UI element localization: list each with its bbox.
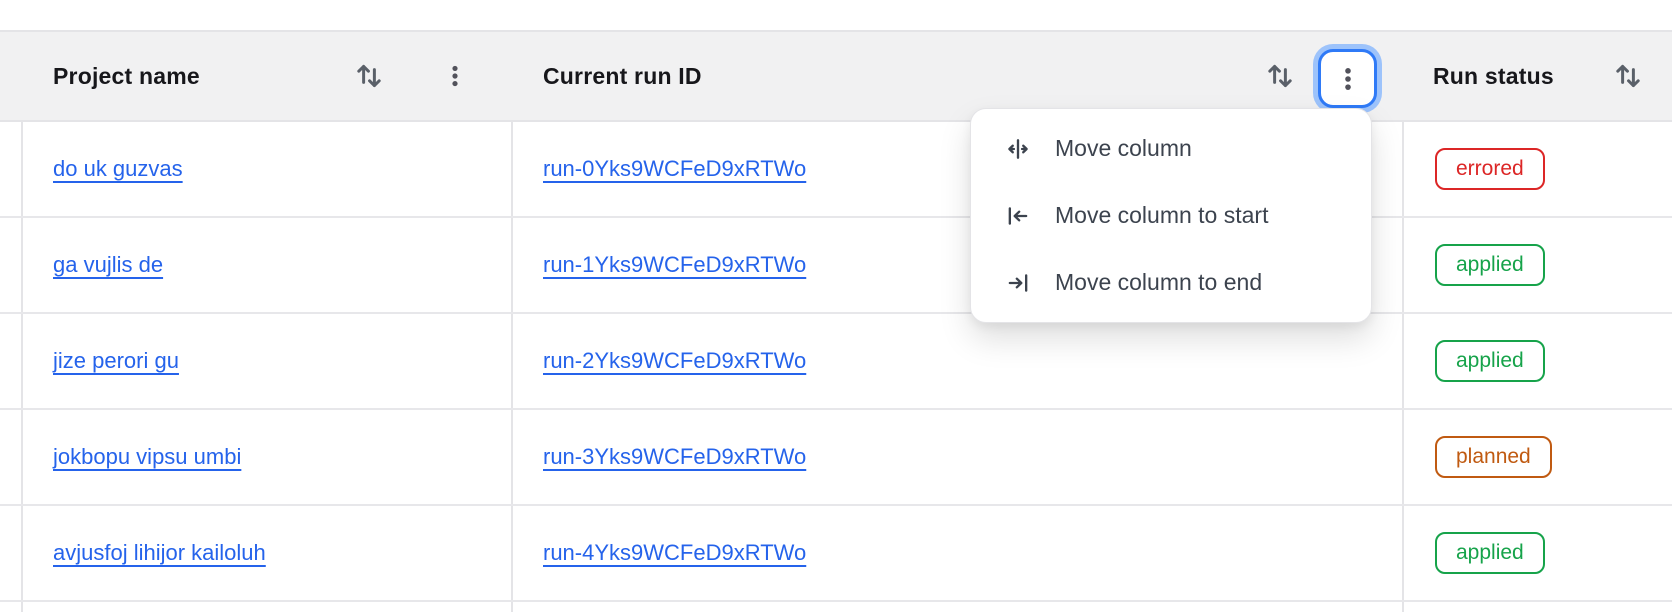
run-id-link[interactable]: run-3Yks9WCFeD9xRTWo bbox=[543, 444, 807, 469]
kebab-icon[interactable] bbox=[440, 61, 470, 91]
menu-item-move-column[interactable]: Move column bbox=[971, 115, 1371, 182]
table-row: jokbopu vipsu umbi run-3Yks9WCFeD9xRTWo … bbox=[0, 410, 1672, 506]
move-column-to-end-icon bbox=[1004, 269, 1032, 297]
table-header-row: Project name Current run ID Run status bbox=[0, 30, 1672, 122]
project-link[interactable]: avjusfoj lihijor kailoluh bbox=[53, 540, 266, 565]
table-row: do uk guzvas run-0Yks9WCFeD9xRTWo errore… bbox=[0, 122, 1672, 218]
column-border-project-runid bbox=[511, 30, 513, 612]
run-id-link[interactable]: run-4Yks9WCFeD9xRTWo bbox=[543, 540, 807, 565]
move-column-icon bbox=[1004, 135, 1032, 163]
status-badge: planned bbox=[1435, 435, 1552, 479]
status-badge: applied bbox=[1435, 243, 1545, 287]
menu-item-label: Move column bbox=[1055, 135, 1192, 161]
sort-arrows-icon[interactable] bbox=[1263, 59, 1297, 93]
column-border-runid-status bbox=[1402, 30, 1404, 612]
column-header-run-status: Run status bbox=[1433, 62, 1554, 89]
status-badge: errored bbox=[1435, 147, 1545, 191]
column-options-menu: Move column Move column to start Move co… bbox=[970, 108, 1372, 323]
column-header-current-run-id: Current run ID bbox=[543, 62, 702, 89]
sort-arrows-icon[interactable] bbox=[352, 59, 386, 93]
status-badge: applied bbox=[1435, 339, 1545, 383]
kebab-icon-focused[interactable] bbox=[1318, 49, 1377, 108]
menu-item-label: Move column to start bbox=[1055, 202, 1269, 228]
project-link[interactable]: jize perori gu bbox=[53, 348, 179, 373]
table-row: ga vujlis de run-1Yks9WCFeD9xRTWo applie… bbox=[0, 218, 1672, 314]
sort-arrows-icon[interactable] bbox=[1611, 59, 1645, 93]
status-badge: applied bbox=[1435, 531, 1545, 575]
menu-item-move-column-to-end[interactable]: Move column to end bbox=[971, 249, 1371, 316]
menu-item-label: Move column to end bbox=[1055, 269, 1263, 295]
project-link[interactable]: jokbopu vipsu umbi bbox=[53, 444, 242, 469]
table-row: avjusfoj lihijor kailoluh run-4Yks9WCFeD… bbox=[0, 506, 1672, 602]
column-border-gutter bbox=[21, 30, 23, 612]
project-link[interactable]: ga vujlis de bbox=[53, 252, 164, 277]
menu-item-move-column-to-start[interactable]: Move column to start bbox=[971, 182, 1371, 249]
run-id-link[interactable]: run-0Yks9WCFeD9xRTWo bbox=[543, 156, 807, 181]
run-id-link[interactable]: run-1Yks9WCFeD9xRTWo bbox=[543, 252, 807, 277]
project-link[interactable]: do uk guzvas bbox=[53, 156, 183, 181]
table-row: jize perori gu run-2Yks9WCFeD9xRTWo appl… bbox=[0, 314, 1672, 410]
column-header-project-name: Project name bbox=[53, 62, 200, 89]
move-column-to-start-icon bbox=[1004, 202, 1032, 230]
run-id-link[interactable]: run-2Yks9WCFeD9xRTWo bbox=[543, 348, 807, 373]
